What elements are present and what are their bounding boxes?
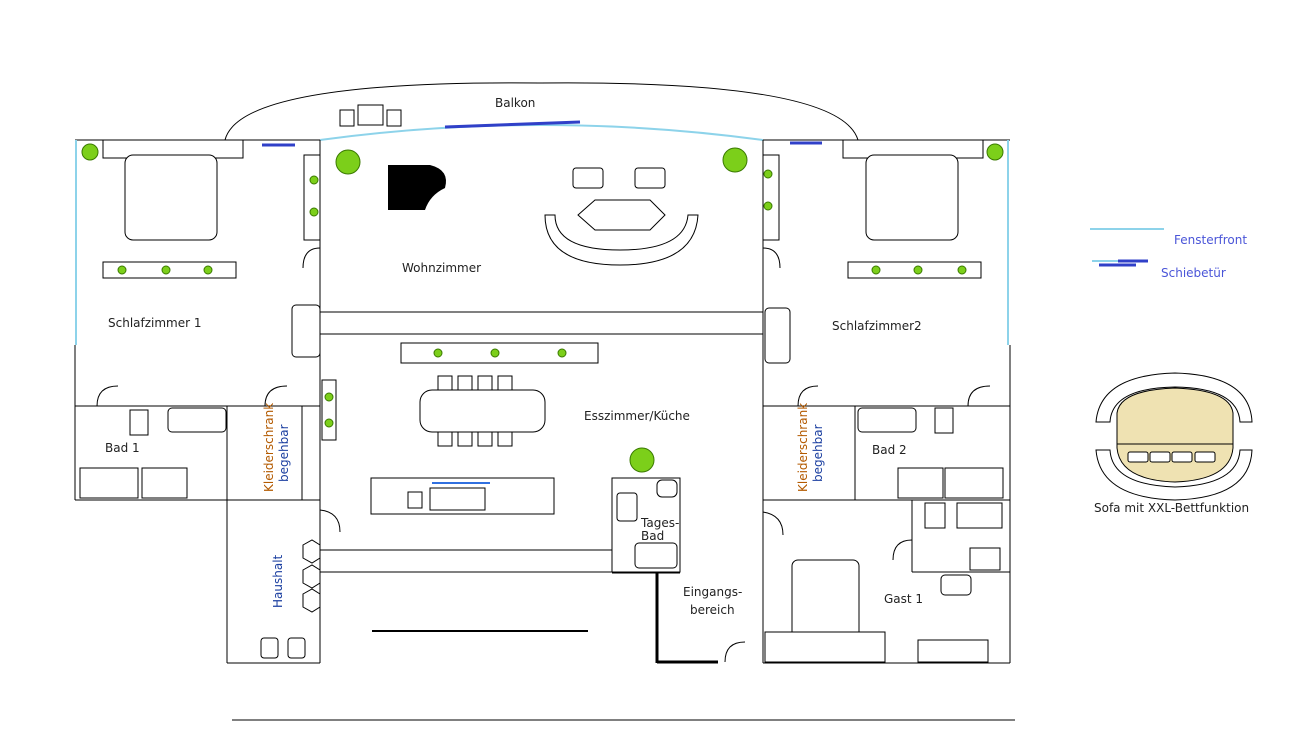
- balcony-outline: [224, 82, 859, 141]
- label-schlafzimmer2: Schlafzimmer2: [832, 319, 922, 333]
- kitchen-sink: [407, 491, 423, 509]
- label-balkon: Balkon: [495, 96, 535, 110]
- desk-1: [291, 304, 321, 358]
- armchair: [634, 167, 666, 189]
- legend-sofa-icon: [1095, 372, 1253, 501]
- dining-chairs: [437, 375, 513, 447]
- bed-gast: [791, 559, 860, 641]
- desk-gast: [917, 639, 989, 663]
- room-divider: [319, 311, 764, 335]
- balcony-window-front: [319, 124, 764, 141]
- label-eingang-2: bereich: [690, 603, 735, 617]
- legend-fensterfront: Fensterfront: [1174, 233, 1247, 247]
- dining-table: [419, 389, 546, 433]
- label-esszimmer: Esszimmer/Küche: [584, 409, 690, 423]
- balcony-chair: [339, 109, 355, 127]
- bed-schlafzimmer1: [124, 154, 218, 241]
- label-bad2: Bad 2: [872, 443, 907, 457]
- desk-2: [764, 307, 791, 364]
- bathtub-1: [167, 407, 227, 433]
- label-kleiderschrank-2: begehbar: [277, 424, 291, 482]
- label-schlafzimmer1: Schlafzimmer 1: [108, 316, 202, 330]
- label-tagesbad-1: Tages-: [640, 516, 679, 530]
- balcony-chair: [386, 109, 402, 127]
- bed-schlafzimmer2: [865, 154, 959, 241]
- plants: [81, 143, 1004, 473]
- toilet-bad2: [897, 467, 944, 499]
- stove: [429, 487, 486, 511]
- label-wohnzimmer: Wohnzimmer: [402, 261, 481, 275]
- label-kleiderschrank2-2: begehbar: [811, 424, 825, 482]
- washing-machines: [260, 539, 321, 659]
- coffee-table: [577, 199, 666, 231]
- grand-piano: [388, 165, 446, 210]
- label-bad1: Bad 1: [105, 441, 140, 455]
- sliding-door-balcony: [444, 120, 581, 129]
- legend-schiebetuer: Schiebetür: [1161, 266, 1226, 280]
- toilet-bad1: [141, 467, 188, 499]
- label-tagesbad-2: Bad: [641, 529, 664, 543]
- living-sofa: [544, 214, 699, 266]
- label-eingang-1: Eingangs-: [683, 585, 742, 599]
- balcony-table: [357, 104, 384, 126]
- armchair: [572, 167, 604, 189]
- sink-bad1: [79, 467, 139, 499]
- label-gast: Gast 1: [884, 592, 923, 606]
- label-kleiderschrank-1: Kleiderschrank: [262, 403, 276, 492]
- label-haushalt: Haushalt: [271, 554, 285, 608]
- label-kleiderschrank2-1: Kleiderschrank: [796, 403, 810, 492]
- legend-sofa: Sofa mit XXL-Bettfunktion: [1094, 501, 1249, 515]
- door-swings: [96, 247, 991, 663]
- toilet: [129, 409, 149, 436]
- bathtub-2: [857, 407, 917, 433]
- sink-bad2: [944, 467, 1004, 499]
